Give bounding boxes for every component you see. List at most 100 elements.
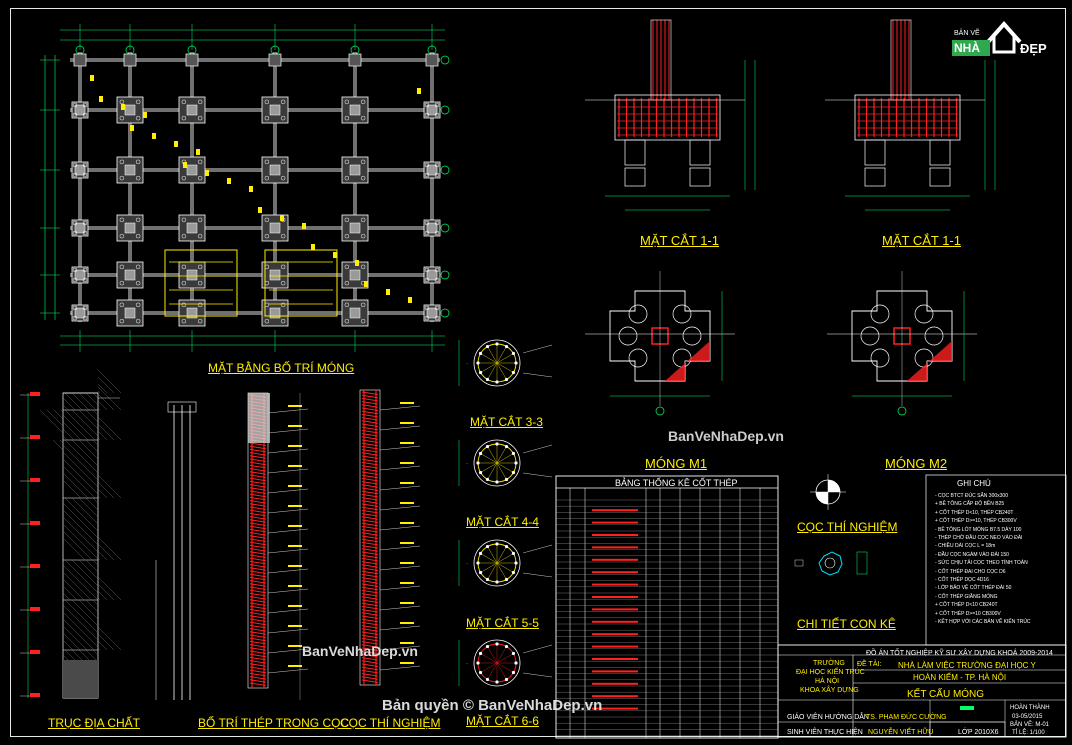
stirrup [361,548,379,552]
hatch [85,439,99,453]
radial-bar [487,662,498,680]
stirrup [249,634,267,638]
pile [360,159,366,165]
column [426,307,438,319]
section-symbol-fill [816,492,828,504]
stirrup [249,650,267,654]
main-bar [495,580,499,584]
pile [280,264,286,270]
stirrup [361,420,379,424]
pile [360,175,366,181]
hatch [97,557,101,561]
radial-bar [496,446,507,464]
stirrup [361,426,379,431]
stirrup [249,621,267,626]
pile [434,230,440,236]
stirrup [249,548,267,552]
grid-bubble [440,105,450,115]
callout [288,545,302,547]
stirrup [361,625,379,629]
callout [400,422,414,424]
drawing-frame [10,8,1066,737]
column [74,164,86,176]
callout [400,642,414,644]
stirrup [361,535,379,539]
stirrup [249,592,267,597]
leader [267,408,309,414]
stirrup [361,538,379,543]
foundation-plan-title: MẶT BẰNG BỐ TRÍ MÓNG [208,361,355,375]
stirrup [249,560,267,565]
pile [280,175,286,181]
leader [267,548,309,554]
column [186,222,198,234]
rebar-hatch [665,341,710,381]
hatch [62,435,68,441]
stirrup [361,602,379,607]
radial-bar [496,562,514,573]
stirrup [361,567,379,571]
pile [135,175,141,181]
hatch [71,559,99,587]
callout [400,402,414,404]
leader [379,605,421,611]
stirrup [361,481,379,485]
stirrup [249,567,267,571]
cap-outline [614,94,721,141]
main-bar [495,642,499,646]
section-symbol-fill [828,480,840,492]
pile-section [473,339,521,387]
stirrup [249,656,267,661]
main-bar [504,544,509,549]
hatch [78,497,99,518]
leader [267,568,309,574]
hatch [62,523,99,560]
main-bar [504,444,509,449]
main-bar [485,444,490,449]
pile [424,305,430,311]
column-cap [73,53,87,67]
stirrup [361,637,379,642]
marker [364,281,368,287]
leader [267,668,309,674]
main-bar [485,477,490,482]
pile [424,267,430,273]
pile-cap [178,96,206,124]
stirrup [361,522,379,527]
hatch [92,599,99,606]
pile [72,172,78,178]
hatch [64,599,99,634]
stirrup [249,500,267,504]
pile [135,233,141,239]
pile [197,99,203,105]
column [349,269,361,281]
main-bar [511,551,516,556]
pile [424,220,430,226]
pile [924,326,944,346]
pile [280,115,286,121]
pile [424,102,430,108]
hatch [78,599,99,620]
pile [360,318,366,324]
main-bar [485,644,490,649]
pile [72,220,78,226]
leader [267,528,309,534]
pile [181,115,187,121]
section-6-6-title: MẶT CẮT 6-6 [466,714,539,728]
hatch [97,550,108,561]
stirrup [249,474,267,478]
main-bar [478,370,483,375]
leader [267,608,309,614]
column-cap [185,53,199,67]
leader [379,485,421,491]
stirrup [249,512,267,517]
pile [72,305,78,311]
pile [860,326,880,346]
stirrup [361,493,379,498]
column [269,269,281,281]
rebar-hatch [907,341,952,381]
stirrup [249,586,267,590]
stirrup [361,593,379,597]
stirrup [249,653,267,658]
